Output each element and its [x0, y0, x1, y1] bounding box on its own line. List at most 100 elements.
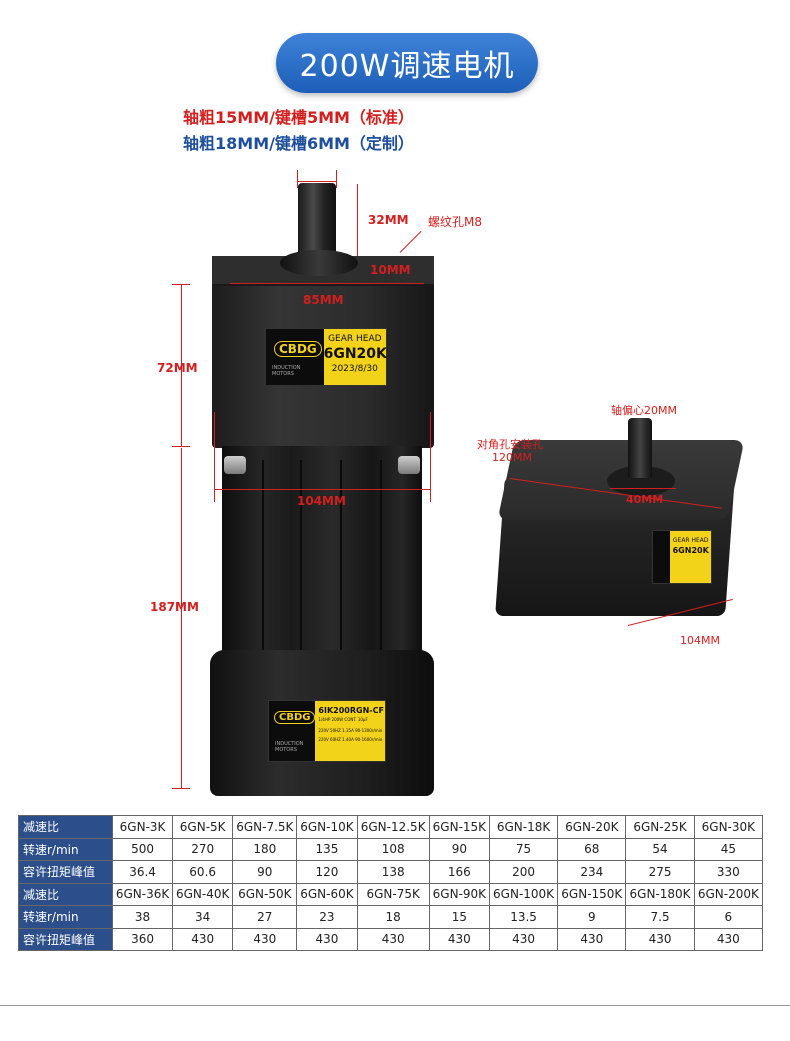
table-cell: 6GN-200K: [693, 882, 764, 906]
table-cell: 6GN-18K: [488, 815, 559, 839]
table-cell: 6GN-90K: [428, 882, 490, 906]
gear-head-label: CBDG INDUCTION MOTORS GEAR HEAD 6GN20K 2…: [265, 328, 387, 386]
table-cell: 6: [693, 905, 764, 929]
table-cell: 38: [111, 905, 174, 929]
table-cell: 430: [625, 927, 695, 951]
table-cell: 108: [356, 837, 430, 861]
table-cell: 166: [428, 860, 490, 884]
motor-fin: [380, 460, 382, 656]
table-cell: 6GN-150K: [557, 882, 627, 906]
gear-label-line1: GEAR HEAD: [328, 334, 382, 344]
table-cell: 6GN-10K: [296, 815, 358, 839]
table-cell: 430: [232, 927, 298, 951]
dim-gear-height: 72MM: [157, 361, 198, 375]
row-header: 减速比: [18, 882, 113, 906]
table-cell: 6GN-25K: [625, 815, 695, 839]
motor-body: [222, 446, 422, 658]
gear-width-line: [230, 283, 424, 284]
table-cell: 6GN-5K: [172, 815, 234, 839]
table-cell: 36.4: [111, 860, 174, 884]
dim-thread: 螺纹孔M8: [428, 215, 482, 229]
gear-label-maker: INDUCTION MOTORS: [272, 365, 301, 377]
table-cell: 34: [172, 905, 234, 929]
bottom-rule: [0, 1005, 790, 1006]
motor-label-line1: 1/4HP 200W CONT. 10μF: [318, 717, 368, 722]
motor-shaft: [298, 183, 336, 263]
table-cell: 360: [111, 927, 174, 951]
table-cell: 120: [296, 860, 358, 884]
table-cell: 6GN-36K: [111, 882, 174, 906]
dim-eccentric: 轴偏心20MM: [611, 404, 677, 417]
gear-height-line: [181, 284, 182, 446]
gear-label-date: 2023/8/30: [331, 364, 378, 374]
table-cell: 7.5: [625, 905, 695, 929]
table-cell: 6GN-12.5K: [356, 815, 430, 839]
table-cell: 6GN-7.5K: [232, 815, 298, 839]
table-cell: 6GN-40K: [172, 882, 234, 906]
motor-label-model: 6IK200RGN-CF: [318, 706, 384, 715]
table-cell: 330: [693, 860, 764, 884]
table-cell: 270: [172, 837, 234, 861]
table-cell: 430: [428, 927, 490, 951]
table-cell: 18: [356, 905, 430, 929]
brand-logo: CBDG: [274, 341, 322, 357]
table-cell: 6GN-30K: [693, 815, 764, 839]
shaft-length-line: [357, 184, 358, 256]
table-cell: 6GN-60K: [296, 882, 358, 906]
row-header: 转速r/min: [18, 837, 113, 861]
table-cell: 23: [296, 905, 358, 929]
table-cell: 234: [557, 860, 627, 884]
row-header: 容许扭矩峰值: [18, 860, 113, 884]
table-cell: 9: [557, 905, 627, 929]
dim-diag-label: 对角孔安装孔: [477, 438, 543, 451]
dim-body-height: 187MM: [150, 600, 199, 614]
table-cell: 430: [296, 927, 358, 951]
gear-label-model: 6GN20K: [323, 346, 387, 362]
brand-logo: CBDG: [274, 711, 316, 724]
dim-body-width: 104MM: [297, 494, 346, 508]
gearhead-label: GEAR HEAD 6GN20K: [652, 530, 712, 584]
gearhead-shaft: [628, 418, 652, 478]
page-title: 200W调速电机: [276, 33, 538, 93]
dim-tick: [172, 788, 190, 789]
motor-label-maker: INDUCTION MOTORS: [275, 741, 304, 753]
table-cell: 6GN-20K: [557, 815, 627, 839]
table-cell: 68: [557, 837, 627, 861]
shaft-collar: [280, 250, 358, 276]
dim-tick: [336, 170, 337, 188]
row-header: 减速比: [18, 815, 113, 839]
table-cell: 90: [232, 860, 298, 884]
motor-fin: [340, 460, 342, 656]
table-cell: 6GN-100K: [488, 882, 559, 906]
row-header: 容许扭矩峰值: [18, 927, 113, 951]
gearhead-label-line1: GEAR HEAD: [672, 537, 709, 544]
table-cell: 15: [428, 905, 490, 929]
table-cell: 6GN-15K: [428, 815, 490, 839]
motor-label-line2: 220V 50HZ 1.35A 90-1300r/min: [318, 728, 383, 733]
table-cell: 500: [111, 837, 174, 861]
body-width-line: [214, 489, 430, 490]
dim-shaft-length: 32MM: [368, 213, 409, 227]
dim-tick: [430, 412, 431, 502]
row-header: 转速r/min: [18, 905, 113, 929]
thread-leader: [399, 230, 422, 253]
dim-gear-width: 85MM: [303, 293, 344, 307]
table-cell: 275: [625, 860, 695, 884]
dim-diag-value: 120MM: [492, 451, 532, 464]
spec-custom: 轴粗18MM/键槽6MM（定制）: [183, 134, 414, 153]
spec-standard: 轴粗15MM/键槽5MM（标准）: [183, 108, 414, 127]
table-cell: 60.6: [172, 860, 234, 884]
table-cell: 430: [557, 927, 627, 951]
dim-tick: [297, 170, 298, 188]
table-cell: 430: [172, 927, 234, 951]
mount-bolt: [398, 456, 420, 474]
table-cell: 6GN-75K: [356, 882, 430, 906]
table-cell: 135: [296, 837, 358, 861]
